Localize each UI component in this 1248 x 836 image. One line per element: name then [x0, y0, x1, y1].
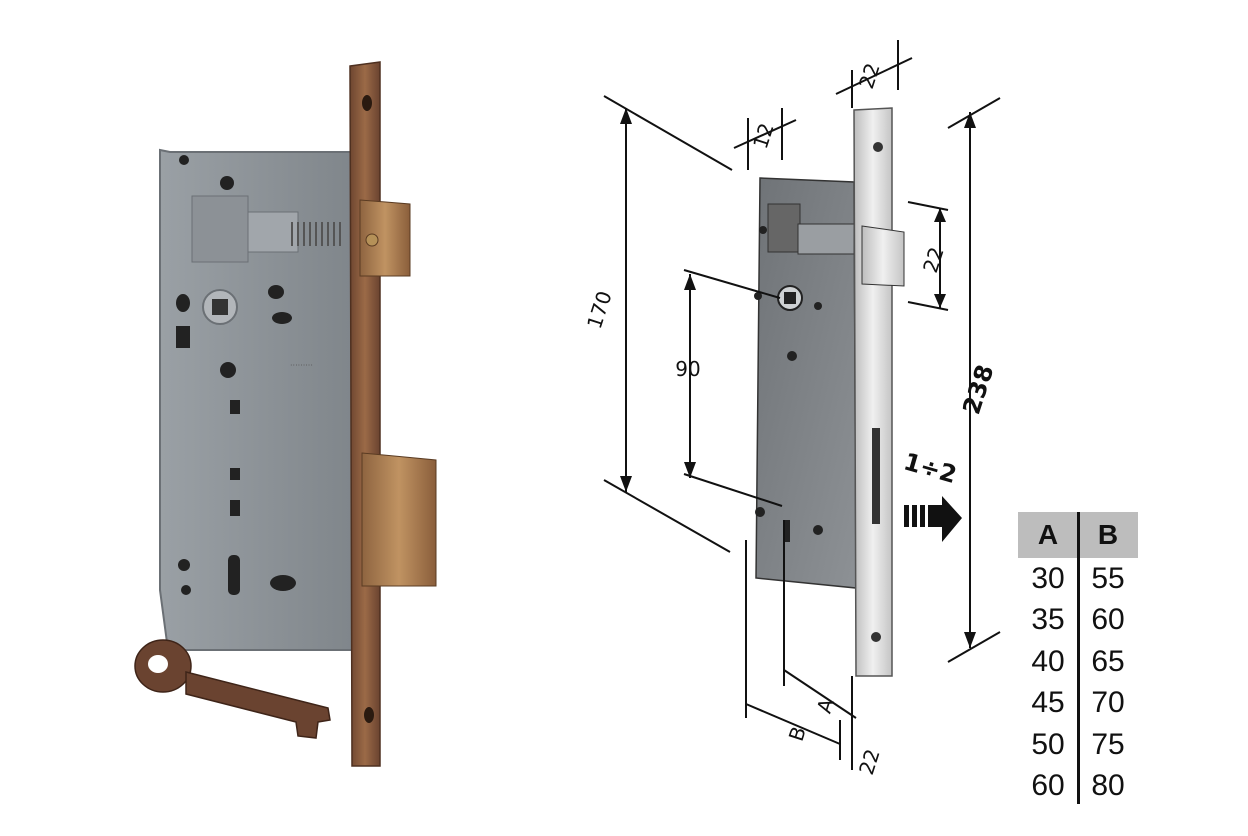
cell-a: 60	[1031, 769, 1065, 803]
dim-170: 170	[582, 288, 617, 332]
table-row: 60 80	[1018, 766, 1138, 808]
throw-note: 1÷2	[901, 447, 960, 489]
cell-a: 30	[1031, 561, 1065, 595]
dim-22-latch: 22	[918, 244, 949, 276]
table-row: 40 65	[1018, 641, 1138, 683]
dim-22-top: 22	[854, 60, 885, 92]
dim-12: 12	[748, 120, 779, 152]
col-a-header: A	[1037, 519, 1059, 550]
dim-label-b: B	[784, 724, 811, 744]
svg-text:·········: ·········	[290, 361, 313, 370]
table-row: 50 75	[1018, 724, 1138, 766]
table-row: 35 60	[1018, 600, 1138, 642]
table-row: 45 70	[1018, 683, 1138, 725]
cell-b: 70	[1091, 686, 1125, 720]
dim-238: 238	[957, 361, 999, 417]
cell-a: 40	[1031, 644, 1065, 678]
dim-22-bottom: 22	[854, 746, 885, 778]
dim-90: 90	[675, 357, 700, 381]
cell-b: 60	[1091, 603, 1125, 637]
cell-b: 75	[1091, 727, 1125, 761]
cell-a: 50	[1031, 727, 1065, 761]
lock-drawing: 170 90 238 22 12 22 22 A B 1÷2	[582, 40, 1001, 778]
cell-b: 80	[1091, 769, 1125, 803]
cell-b: 65	[1091, 644, 1125, 678]
cell-b: 55	[1091, 561, 1125, 595]
table-row: 30 55	[1018, 558, 1138, 600]
lock-photo: ·········	[134, 61, 437, 767]
table-divider	[1077, 512, 1080, 804]
cell-a: 45	[1031, 686, 1065, 720]
col-b-header: B	[1097, 519, 1119, 550]
cell-a: 35	[1031, 603, 1065, 637]
